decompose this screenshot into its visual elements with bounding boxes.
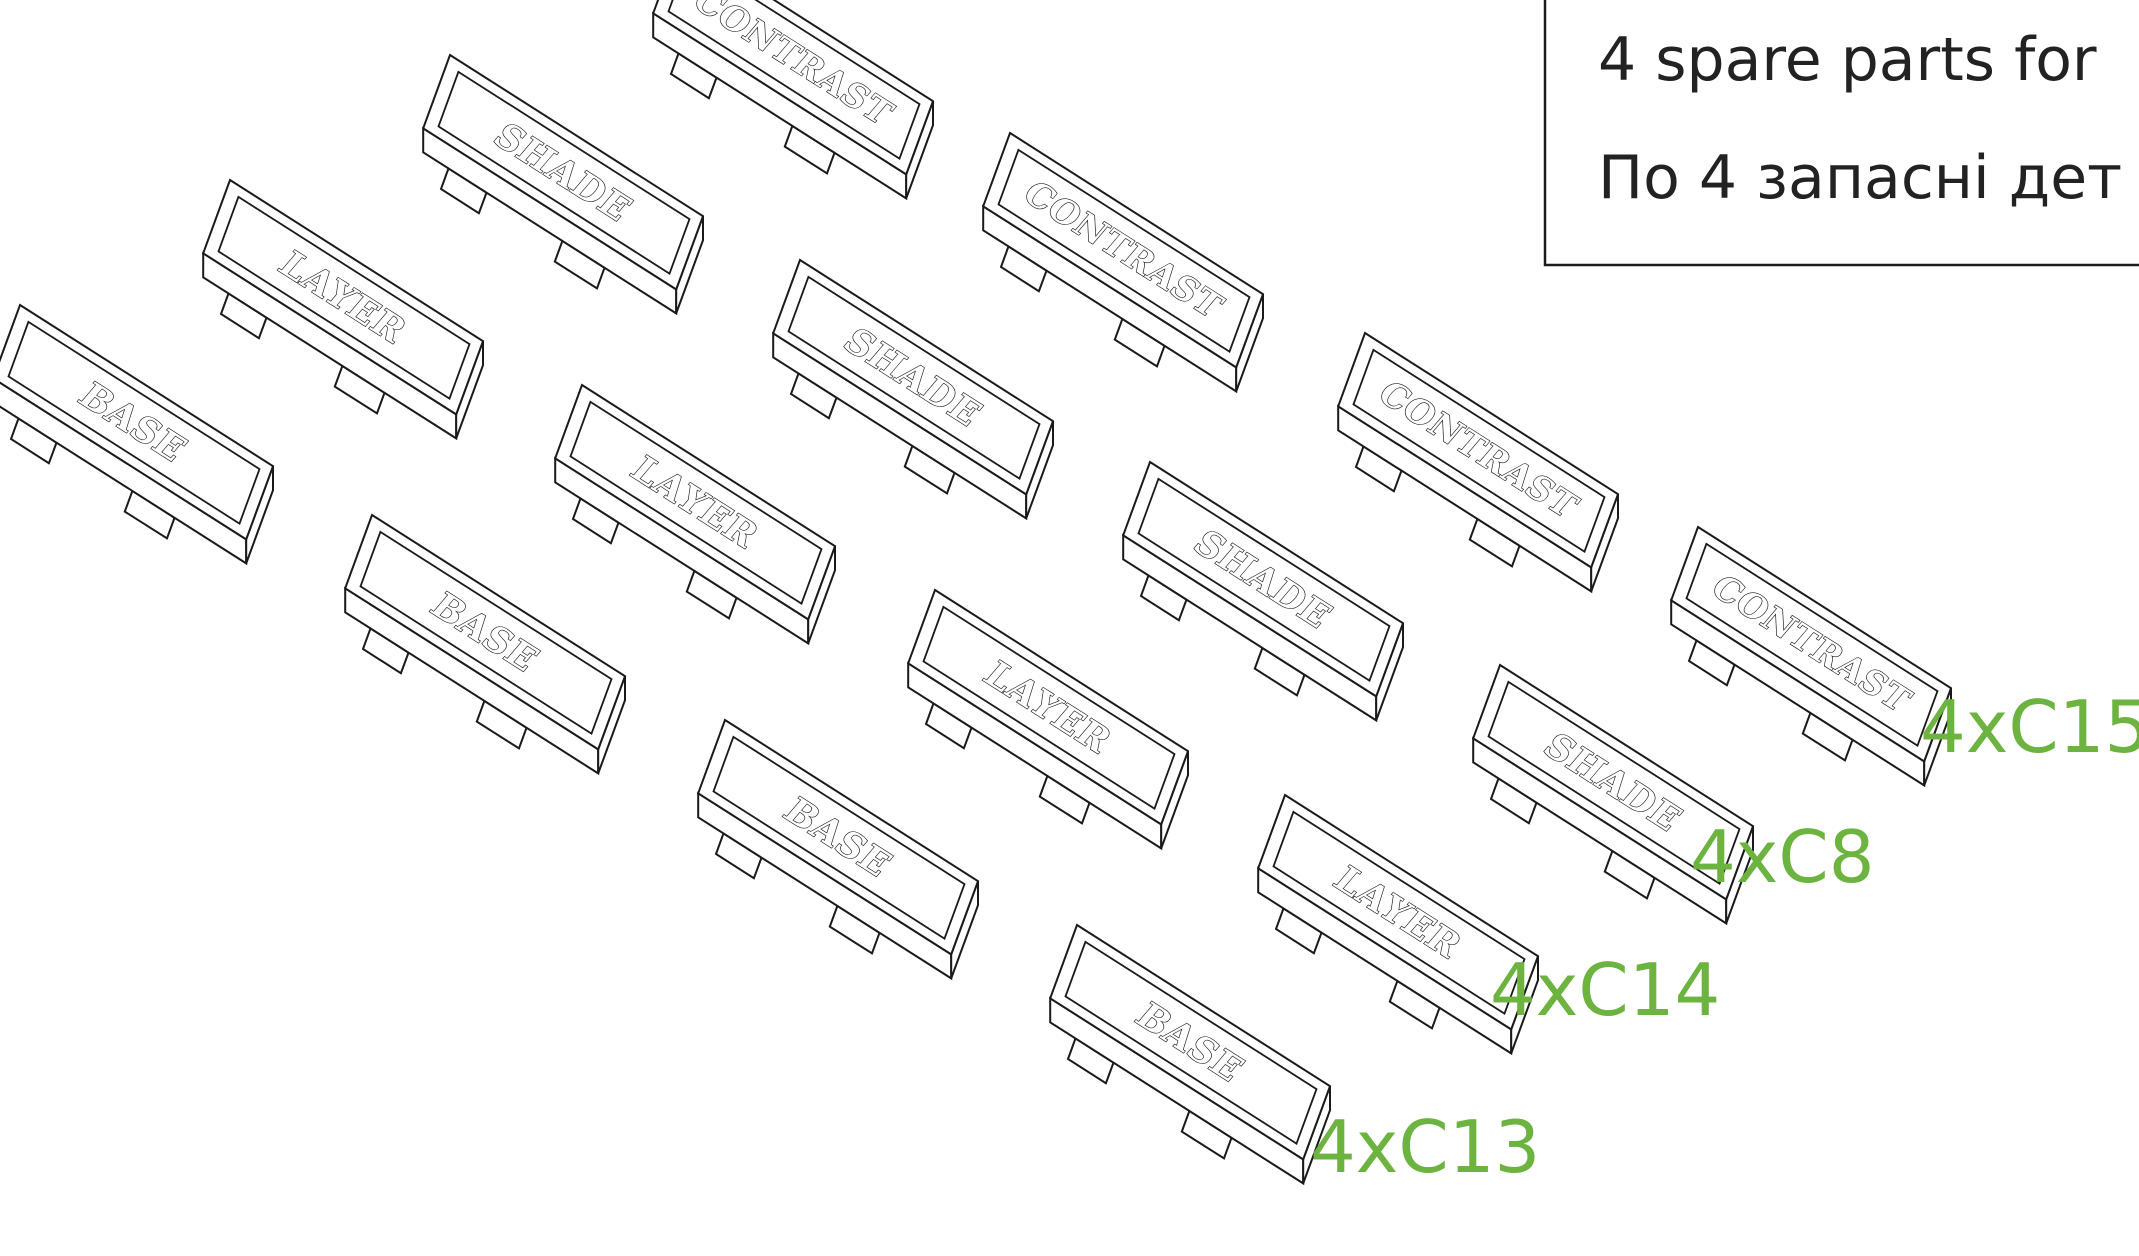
part-top-face [651, 0, 935, 176]
part-frame [787, 275, 1041, 480]
part-base: BASE [343, 513, 627, 776]
part-frame [359, 530, 613, 735]
count-labels: 4xC13 4xC14 4xC8 4xC15 [1310, 685, 2139, 1189]
part-layer: LAYER [553, 383, 837, 646]
part-frame [569, 400, 823, 605]
part-shade: SHADE [421, 53, 705, 316]
part-top-face [1048, 923, 1332, 1161]
part-top-face [343, 513, 627, 751]
part-contrast: CONTRAST [1669, 525, 1953, 788]
part-base: BASE [1048, 923, 1332, 1186]
part-frame [1487, 680, 1741, 885]
part-base: BASE [696, 718, 980, 981]
part-contrast: CONTRAST [981, 131, 1265, 394]
part-shade: SHADE [771, 258, 1055, 521]
part-top-face [1256, 793, 1540, 1031]
part-top-face [981, 131, 1265, 369]
part-layer: LAYER [201, 178, 485, 441]
part-frame [1272, 810, 1526, 1015]
part-top-face [1336, 331, 1620, 569]
part-frame [437, 70, 691, 275]
part-top-face [0, 303, 275, 541]
note-box-frame [1543, 0, 2139, 267]
part-top-face [906, 588, 1190, 826]
part-layer: LAYER [1256, 793, 1540, 1056]
part-frame [1137, 477, 1391, 682]
note-line-ukrainian: По 4 запасні дет [1598, 143, 2122, 213]
part-top-face [1121, 460, 1405, 698]
count-label: 4xC13 [1310, 1105, 1540, 1189]
part-contrast: CONTRAST [1336, 331, 1620, 594]
part-frame [217, 195, 471, 400]
count-label: 4xC14 [1490, 948, 1720, 1032]
part-top-face [421, 53, 705, 291]
part-frame [712, 735, 966, 940]
part-frame [997, 148, 1251, 353]
part-top-face [1471, 663, 1755, 901]
note-line-english: 4 spare parts for [1598, 25, 2097, 95]
part-frame [1064, 940, 1318, 1145]
part-frame [7, 320, 261, 525]
part-shade: SHADE [1471, 663, 1755, 926]
part-top-face [201, 178, 485, 416]
count-label: 4xC8 [1690, 815, 1875, 899]
part-layer: LAYER [906, 588, 1190, 851]
part-frame [1352, 348, 1606, 553]
part-top-face [1669, 525, 1953, 763]
part-top-face [771, 258, 1055, 496]
note-box: 4 spare parts for По 4 запасні дет [1543, 0, 2139, 267]
part-top-face [696, 718, 980, 956]
part-top-face [553, 383, 837, 621]
part-frame [922, 605, 1176, 810]
part-contrast: CONTRAST [651, 0, 935, 201]
count-label: 4xC15 [1920, 685, 2139, 769]
part-frame [667, 0, 921, 160]
part-frame [1685, 542, 1939, 747]
part-shade: SHADE [1121, 460, 1405, 723]
part-base: BASE [0, 303, 275, 566]
